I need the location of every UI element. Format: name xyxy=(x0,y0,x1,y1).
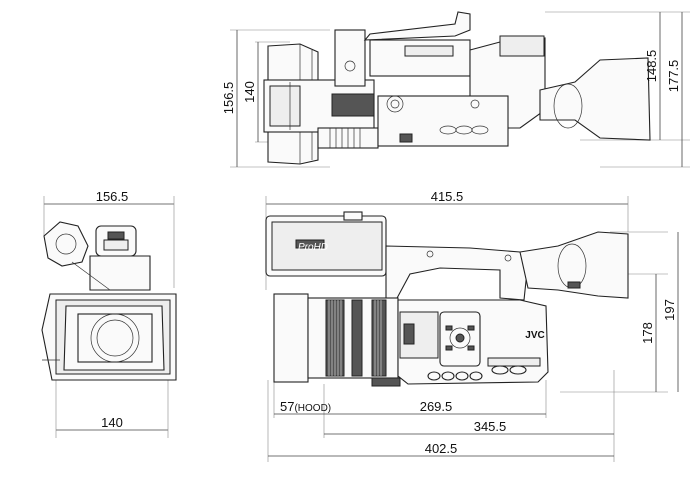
hood-length-value: 57 xyxy=(280,399,294,414)
side-model-label: ProHD xyxy=(298,242,328,253)
top-view: 156.5 140 148.5 177.5 xyxy=(221,11,690,168)
top-eyepiece xyxy=(539,57,651,141)
top-height-label: 156.5 xyxy=(221,82,236,115)
side-hood-label: 57(HOOD) xyxy=(280,399,331,414)
side-dim-label-1: 269.5 xyxy=(420,399,453,414)
side-dim-label-2: 345.5 xyxy=(474,419,507,434)
top-lower-body xyxy=(377,95,509,147)
top-right-label-2: 177.5 xyxy=(666,60,681,93)
side-view xyxy=(265,196,679,462)
side-dim-label-3: 402.5 xyxy=(425,441,458,456)
side-lens-hood xyxy=(273,293,309,383)
side-logo-label: JVC xyxy=(525,330,544,341)
side-right-label-1: 178 xyxy=(640,322,655,344)
top-handle xyxy=(363,11,471,41)
front-width-top-label: 156.5 xyxy=(96,189,129,204)
top-right-label-1: 148.5 xyxy=(644,50,659,83)
hood-note: (HOOD) xyxy=(294,403,331,414)
side-right-label-2: 197 xyxy=(662,299,677,321)
side-length-label: 415.5 xyxy=(431,189,464,204)
side-handle xyxy=(385,245,529,301)
front-width-bottom-label: 140 xyxy=(101,415,123,430)
front-view xyxy=(41,196,177,438)
side-eyepiece xyxy=(519,231,629,299)
front-mic-holder xyxy=(43,221,89,267)
top-mic-holder xyxy=(334,29,366,87)
top-inner-height-label: 140 xyxy=(242,81,257,103)
